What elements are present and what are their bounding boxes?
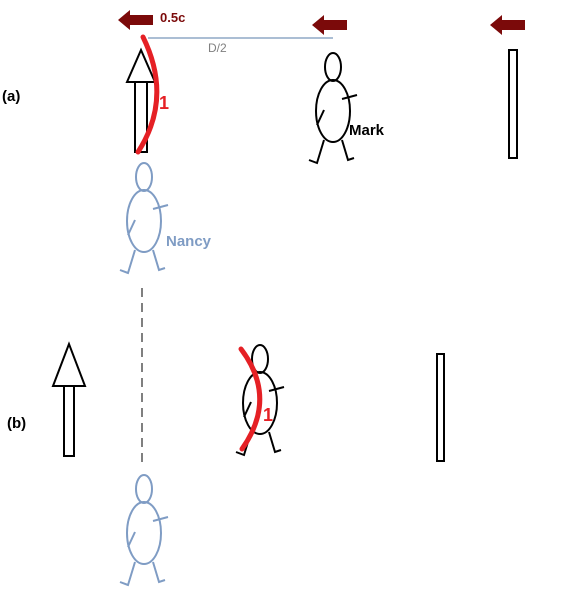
signal-label: 1 bbox=[159, 93, 169, 113]
up-arrow-icon bbox=[125, 47, 157, 153]
velocity-label: 0.5c bbox=[160, 10, 185, 25]
stick-figure-icon bbox=[119, 474, 169, 586]
distance-label: D/2 bbox=[208, 41, 227, 55]
up-arrow-icon bbox=[51, 341, 87, 457]
panel-b-label: (b) bbox=[7, 415, 26, 432]
velocity-arrow-icon bbox=[490, 15, 525, 35]
pole-icon bbox=[436, 353, 445, 462]
pole-icon bbox=[508, 49, 518, 159]
panel-a-label: (a) bbox=[2, 88, 20, 105]
signal-arc bbox=[135, 34, 160, 155]
mark-label: Mark bbox=[349, 122, 385, 139]
signal-arc bbox=[238, 346, 263, 452]
velocity-arrow-icon bbox=[118, 10, 153, 30]
stick-figure-icon bbox=[119, 162, 169, 274]
signal-label: 1 bbox=[263, 405, 273, 425]
velocity-arrow-icon bbox=[312, 15, 347, 35]
stick-figure-icon bbox=[308, 52, 358, 164]
nancy-label: Nancy bbox=[166, 233, 212, 250]
